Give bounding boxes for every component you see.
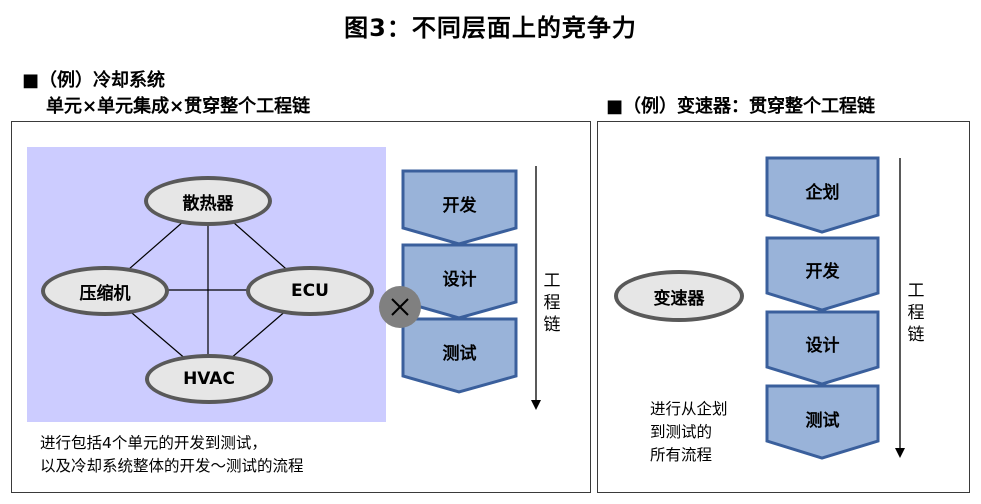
left-step-test: 测试 (442, 343, 477, 364)
right-chevron-plan (765, 156, 880, 234)
left-note-line1: 进行包括4个单元的开发到测试， (40, 434, 267, 452)
left-note-line2: 以及冷却系统整体的开发～测试的流程 (40, 457, 304, 475)
left-step-develop: 开发 (442, 195, 477, 216)
right-note-line1: 进行从企划 (650, 400, 728, 418)
node-hvac: HVAC (145, 354, 273, 404)
cross-circle (379, 286, 421, 328)
right-step-plan: 企划 (805, 182, 840, 203)
right-step-design: 设计 (805, 335, 840, 356)
left-chevron-test (401, 317, 518, 394)
right-note: 进行从企划 到测试的 所有流程 (650, 398, 728, 467)
right-heading: ■（例）变速器：贯穿整个工程链 (606, 96, 876, 117)
right-note-line2: 到测试的 (650, 423, 713, 441)
node-ecu: ECU (246, 266, 374, 316)
left-step-design: 设计 (442, 269, 477, 290)
left-heading-line1: ■（例）冷却系统 (22, 70, 166, 91)
left-chain-arrowhead (531, 400, 541, 410)
multiply-icon (391, 298, 409, 316)
right-step-develop: 开发 (805, 261, 840, 282)
left-note: 进行包括4个单元的开发到测试， 以及冷却系统整体的开发～测试的流程 (40, 432, 304, 478)
right-chevron-design (765, 310, 880, 386)
right-step-test: 测试 (805, 410, 840, 431)
node-transmission: 变速器 (614, 270, 744, 322)
right-note-line3: 所有流程 (650, 446, 713, 464)
right-chain-arrowhead (895, 448, 905, 458)
node-compressor: 压缩机 (41, 266, 169, 316)
right-chevron-develop (765, 236, 880, 312)
node-radiator: 散热器 (144, 176, 272, 226)
left-chain-label: 工 程 链 (543, 271, 561, 335)
right-panel (597, 121, 970, 493)
left-chevron-develop (401, 169, 518, 246)
right-chevron-test (765, 384, 880, 460)
left-heading-line2: 单元×单元集成×贯穿整个工程链 (46, 96, 311, 117)
right-chain-label: 工 程 链 (907, 281, 925, 345)
figure-title: 图3：不同层面上的竞争力 (344, 14, 637, 42)
